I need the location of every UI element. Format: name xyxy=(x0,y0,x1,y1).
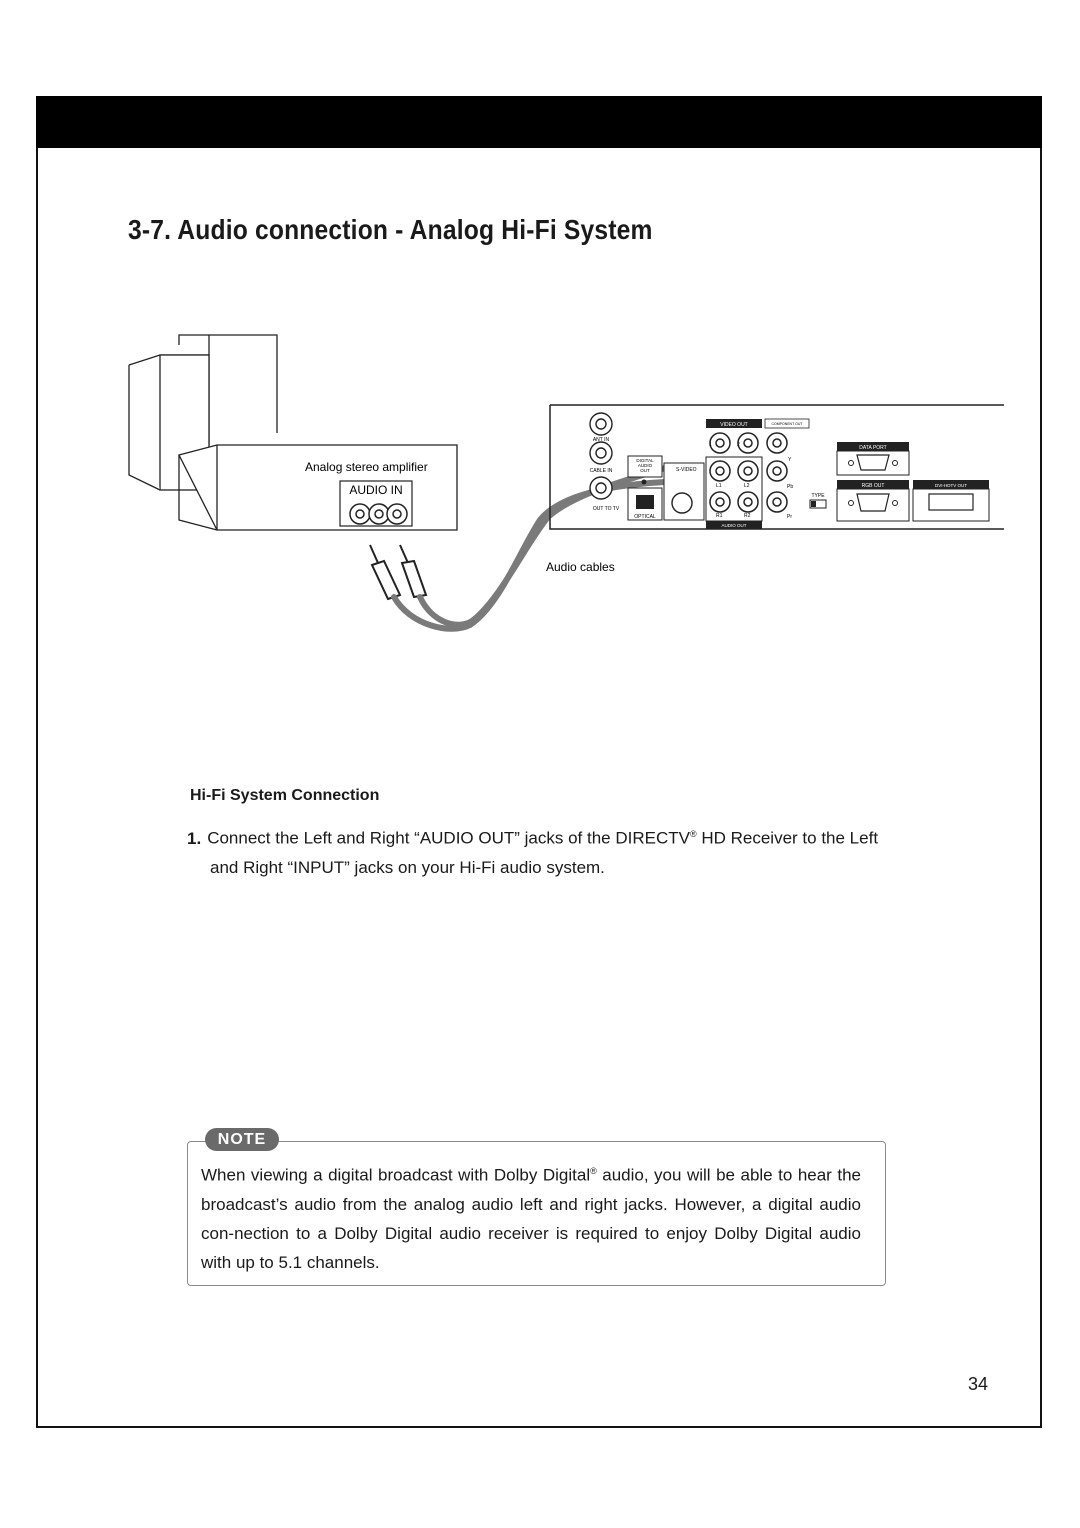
step-line-2: and Right “INPUT” jacks on your Hi-Fi au… xyxy=(210,857,605,877)
audio-cables-label: Audio cables xyxy=(546,560,615,574)
svg-text:VIDEO OUT: VIDEO OUT xyxy=(720,422,748,428)
svg-text:AUDIO OUT: AUDIO OUT xyxy=(721,523,746,528)
page-number: 34 xyxy=(968,1374,989,1394)
svg-text:Y: Y xyxy=(788,457,792,463)
page-title: 3-7. Audio connection - Analog Hi-Fi Sys… xyxy=(128,214,653,245)
svg-text:AUDIO: AUDIO xyxy=(638,463,653,468)
rca-plug-icon xyxy=(369,544,428,601)
svg-text:R1: R1 xyxy=(716,513,723,519)
svg-text:L1: L1 xyxy=(716,483,722,489)
section-heading: Hi-Fi System Connection xyxy=(190,787,380,804)
svg-text:OPTICAL: OPTICAL xyxy=(634,514,656,520)
header-bar xyxy=(36,96,1042,148)
note-text: When viewing a digital broadcast with Do… xyxy=(201,1165,861,1272)
svg-text:DIGITAL: DIGITAL xyxy=(636,458,654,463)
note-box xyxy=(187,1141,886,1286)
step-line-1: 1.Connect the Left and Right “AUDIO OUT”… xyxy=(187,828,879,848)
svg-text:DVI-HDTV OUT: DVI-HDTV OUT xyxy=(935,483,967,488)
svg-text:Pr: Pr xyxy=(787,514,792,520)
receiver-panel: ANT IN CABLE IN OUT TO TV DIGITAL AUDIO … xyxy=(549,404,1004,530)
audio-in-jacks xyxy=(349,503,408,525)
svg-text:DATA PORT: DATA PORT xyxy=(859,445,887,451)
svg-text:CABLE IN: CABLE IN xyxy=(590,468,613,474)
svg-text:R2: R2 xyxy=(744,513,751,519)
svg-text:RGB OUT: RGB OUT xyxy=(862,483,885,489)
svg-text:COMPONENT OUT: COMPONENT OUT xyxy=(771,422,803,426)
svg-text:S-VIDEO: S-VIDEO xyxy=(676,467,697,473)
svg-text:ANT IN: ANT IN xyxy=(593,437,610,443)
svg-text:2: 2 xyxy=(737,442,740,448)
instruction-step: 1.Connect the Left and Right “AUDIO OUT”… xyxy=(187,820,887,882)
audio-in-label: AUDIO IN xyxy=(349,483,402,497)
svg-text:OUT: OUT xyxy=(640,468,650,473)
amplifier-label: Analog stereo amplifier xyxy=(305,460,428,474)
connection-diagram: Analog stereo amplifier AUDIO IN Audio c… xyxy=(128,334,1004,632)
svg-text:1: 1 xyxy=(709,442,712,448)
amplifier-icon: Analog stereo amplifier AUDIO IN xyxy=(178,444,458,531)
svg-text:TYPE: TYPE xyxy=(811,493,825,499)
svg-text:L2: L2 xyxy=(744,483,750,489)
step-number: 1. xyxy=(187,828,202,848)
svg-text:Pb: Pb xyxy=(787,484,793,490)
svg-text:OUT TO TV: OUT TO TV xyxy=(593,506,620,512)
note-badge: NOTE xyxy=(205,1128,279,1151)
